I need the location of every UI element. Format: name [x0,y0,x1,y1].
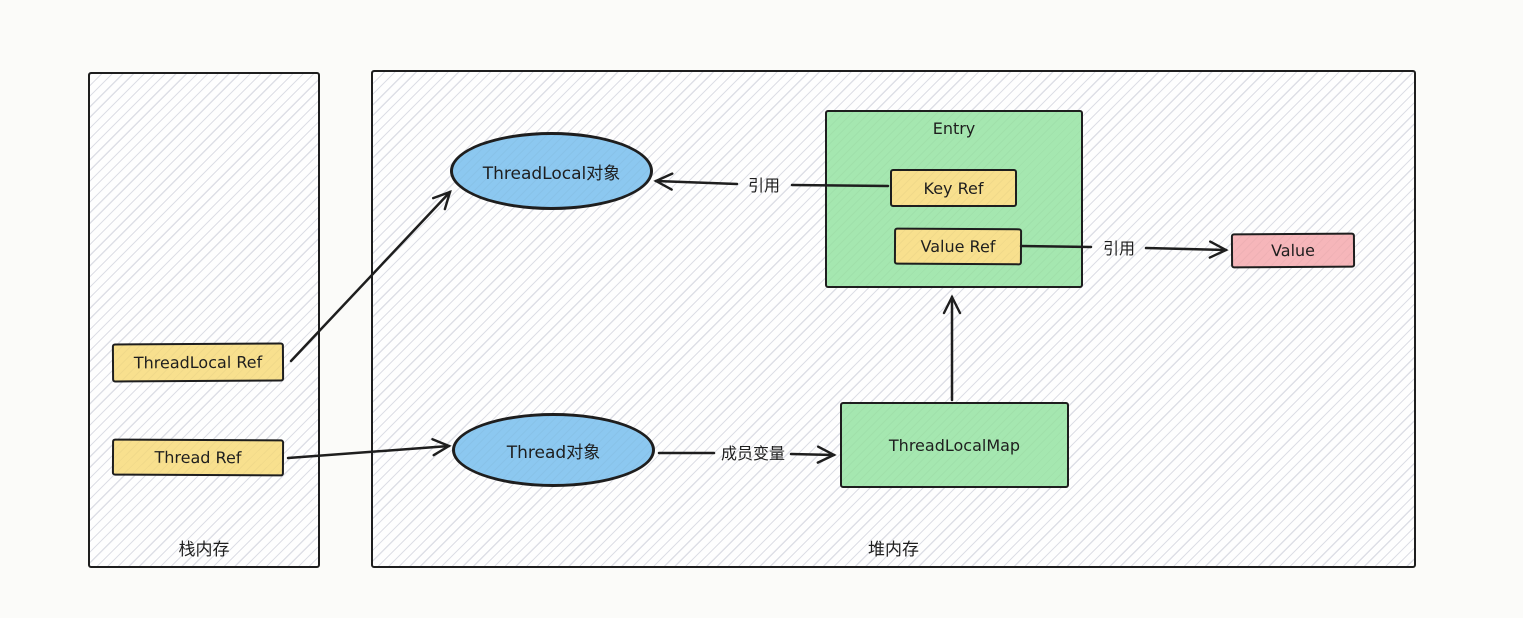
edge-label-member-variable: 成员变量 [720,444,786,463]
edge-label-reference-key: 引用 [747,176,781,195]
stack-memory-region: 栈内存 [88,72,320,568]
threadlocal-ref-node: ThreadLocal Ref [111,342,285,383]
stack-memory-label: 栈内存 [178,540,230,560]
key-ref-node: Key Ref [890,169,1017,207]
edge-label-reference-value: 引用 [1102,239,1136,258]
threadlocal-object-node: ThreadLocal对象 [450,132,653,210]
heap-memory-label: 堆内存 [868,540,919,560]
thread-object-node: Thread对象 [452,413,655,487]
value-node: Value [1230,232,1356,269]
entry-title: Entry [932,119,976,138]
thread-ref-node: Thread Ref [111,438,285,477]
value-ref-node: Value Ref [893,227,1023,266]
threadlocalmap-node: ThreadLocalMap [840,402,1069,488]
